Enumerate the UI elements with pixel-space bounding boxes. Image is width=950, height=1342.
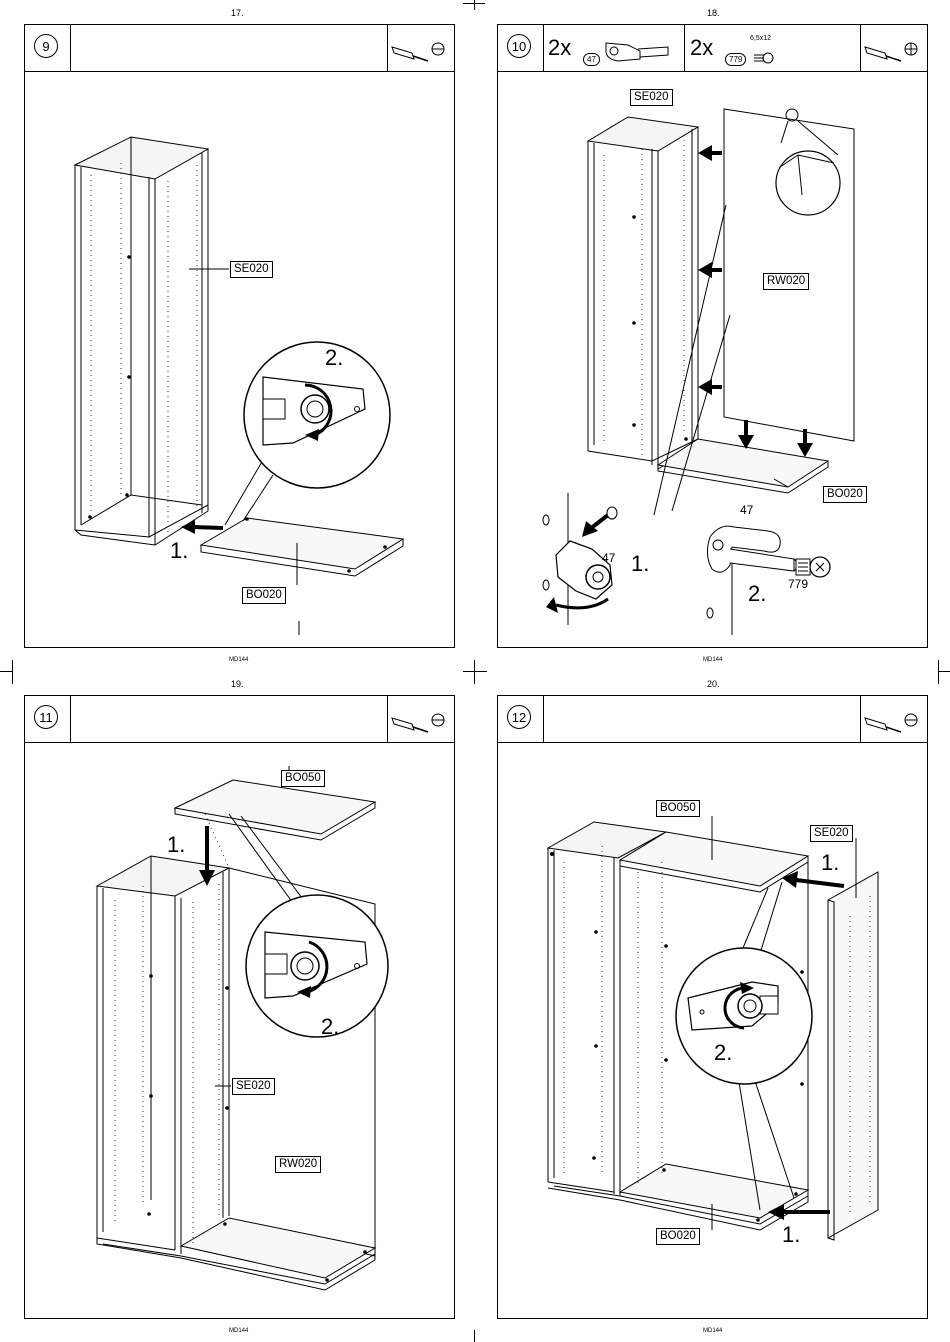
page-number: 17. [231, 8, 244, 18]
screw-number: 779 [788, 577, 808, 591]
crop-mark [12, 660, 13, 684]
part-label-bo050: BO050 [281, 770, 325, 787]
callout-1: 1. [821, 850, 839, 876]
page-footer: MD144 [229, 1328, 248, 1334]
page-number: 20. [707, 679, 720, 689]
crop-mark [938, 671, 950, 672]
part-label-se020: SE020 [232, 1078, 275, 1095]
part-label-bo020: BO020 [242, 587, 286, 604]
page-number: 18. [707, 8, 720, 18]
crop-mark [938, 660, 939, 684]
step-9-illustration [25, 25, 456, 649]
part-label-rw020: RW020 [275, 1156, 321, 1173]
crop-mark [0, 671, 12, 672]
step-10-illustration [498, 25, 929, 649]
part-label-bo050: BO050 [656, 800, 700, 817]
part-label-bo020: BO020 [823, 486, 867, 503]
page-footer: MD144 [229, 657, 248, 663]
step-12-illustration [498, 696, 929, 1320]
callout-1-bottom: 1. [782, 1222, 800, 1248]
step-11-illustration [25, 696, 456, 1320]
fitting-number: 47 [602, 551, 615, 565]
crop-mark [474, 1330, 475, 1342]
step-panel-12: 12 [497, 695, 928, 1319]
callout-2: 2. [714, 1040, 732, 1066]
fitting-number: 47 [740, 503, 753, 517]
crop-mark [463, 3, 485, 4]
part-label-se020: SE020 [630, 89, 673, 106]
crop-mark [474, 0, 475, 10]
part-label-rw020: RW020 [763, 273, 809, 290]
part-label-se020: SE020 [810, 825, 853, 842]
step-panel-10: 10 2x 47 2x 779 6,5x12 [497, 24, 928, 648]
crop-mark [463, 671, 487, 672]
callout-1: 1. [170, 538, 188, 564]
page-footer: MD144 [703, 657, 722, 663]
callout-2: 2. [325, 345, 343, 371]
callout-1: 1. [167, 832, 185, 858]
step-panel-9: 9 [24, 24, 455, 648]
part-label-bo020: BO020 [656, 1228, 700, 1245]
part-label-se020: SE020 [230, 261, 273, 278]
page-footer: MD144 [703, 1328, 722, 1334]
callout-1: 1. [631, 551, 649, 577]
callout-2: 2. [321, 1014, 339, 1040]
page-number: 19. [231, 679, 244, 689]
crop-mark [474, 660, 475, 684]
callout-2: 2. [748, 581, 766, 607]
step-panel-11: 11 [24, 695, 455, 1319]
